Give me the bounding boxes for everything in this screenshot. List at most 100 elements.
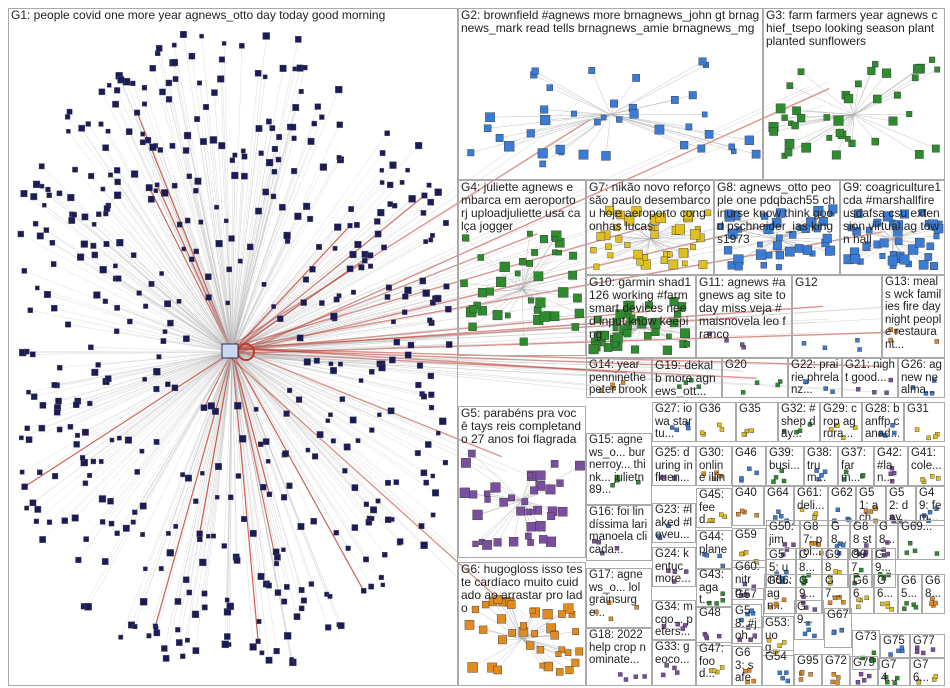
node (271, 168, 278, 175)
node (623, 329, 632, 338)
node (754, 559, 759, 564)
group-box-g95: G95 (794, 654, 822, 686)
edge (187, 351, 233, 641)
edge (231, 156, 245, 353)
node (232, 152, 238, 158)
node (624, 215, 635, 226)
edge (610, 114, 685, 146)
node (469, 305, 478, 314)
node (139, 598, 148, 606)
node (378, 363, 386, 372)
node (221, 640, 230, 649)
edge (129, 321, 233, 353)
node (881, 68, 892, 78)
group-box-g87: G87: pol... (800, 520, 828, 560)
node (650, 230, 659, 239)
group-box-g1: G1: people covid one more year agnews_ot… (8, 8, 458, 686)
node (527, 297, 534, 304)
node (871, 137, 879, 146)
edge (129, 131, 233, 353)
node (797, 428, 803, 433)
node (117, 435, 122, 441)
edge (231, 351, 316, 457)
node (862, 242, 871, 251)
node (714, 470, 719, 475)
group-label: G98 (825, 549, 841, 574)
node (739, 342, 745, 347)
node (899, 254, 910, 265)
edge (134, 173, 233, 353)
node (629, 109, 639, 119)
node (36, 232, 44, 240)
node (725, 209, 734, 218)
node (836, 551, 842, 556)
edge (521, 239, 555, 290)
node (338, 361, 343, 367)
edge (107, 131, 233, 353)
edge (24, 351, 233, 488)
edge (776, 238, 826, 244)
node (34, 505, 42, 513)
node (218, 56, 225, 63)
node (623, 677, 629, 682)
edge (231, 351, 321, 435)
node (930, 647, 936, 652)
node (751, 678, 756, 684)
group-label: G72 (825, 655, 847, 667)
node (153, 385, 160, 393)
node (332, 245, 338, 251)
node (55, 397, 62, 405)
node (249, 643, 257, 651)
edge (158, 351, 233, 357)
node (282, 450, 289, 457)
group-label: G53: uog... (765, 617, 790, 654)
node (885, 679, 890, 685)
node (281, 598, 288, 605)
node (79, 455, 86, 461)
node (461, 458, 471, 468)
edge (477, 500, 523, 516)
node (370, 506, 378, 514)
node (221, 543, 227, 549)
edge (120, 351, 233, 638)
node (211, 407, 219, 415)
node (850, 254, 861, 264)
node (297, 523, 305, 530)
edge (30, 310, 233, 353)
edge (490, 114, 611, 118)
group-label: G7: nikão novo reforço são paulo desemba… (589, 180, 711, 233)
node (389, 161, 397, 169)
node (369, 427, 375, 433)
node (843, 469, 849, 475)
node (812, 607, 817, 612)
edge (610, 114, 689, 128)
node (607, 252, 614, 259)
group-label: G57 (735, 589, 757, 601)
node (471, 605, 480, 614)
node (914, 237, 925, 248)
node (669, 297, 679, 307)
group-label: G32: #shep day... (781, 403, 816, 440)
edge (521, 633, 555, 640)
node (428, 391, 435, 398)
node (427, 317, 433, 323)
edge (627, 238, 651, 246)
edge (231, 351, 425, 546)
node (269, 125, 276, 132)
edge (155, 351, 233, 629)
group-label: G13: meals wck families fire day night p… (885, 276, 942, 351)
node (375, 498, 381, 504)
edge (521, 500, 544, 540)
node (524, 532, 532, 540)
edge (74, 169, 233, 353)
edge (78, 351, 233, 561)
node (33, 518, 39, 524)
group-box-g84: G8... (876, 520, 898, 560)
node (87, 400, 93, 407)
node (125, 128, 133, 135)
node (171, 42, 177, 48)
edge (227, 119, 590, 349)
node (289, 123, 297, 131)
node (56, 190, 63, 197)
node (98, 459, 104, 464)
